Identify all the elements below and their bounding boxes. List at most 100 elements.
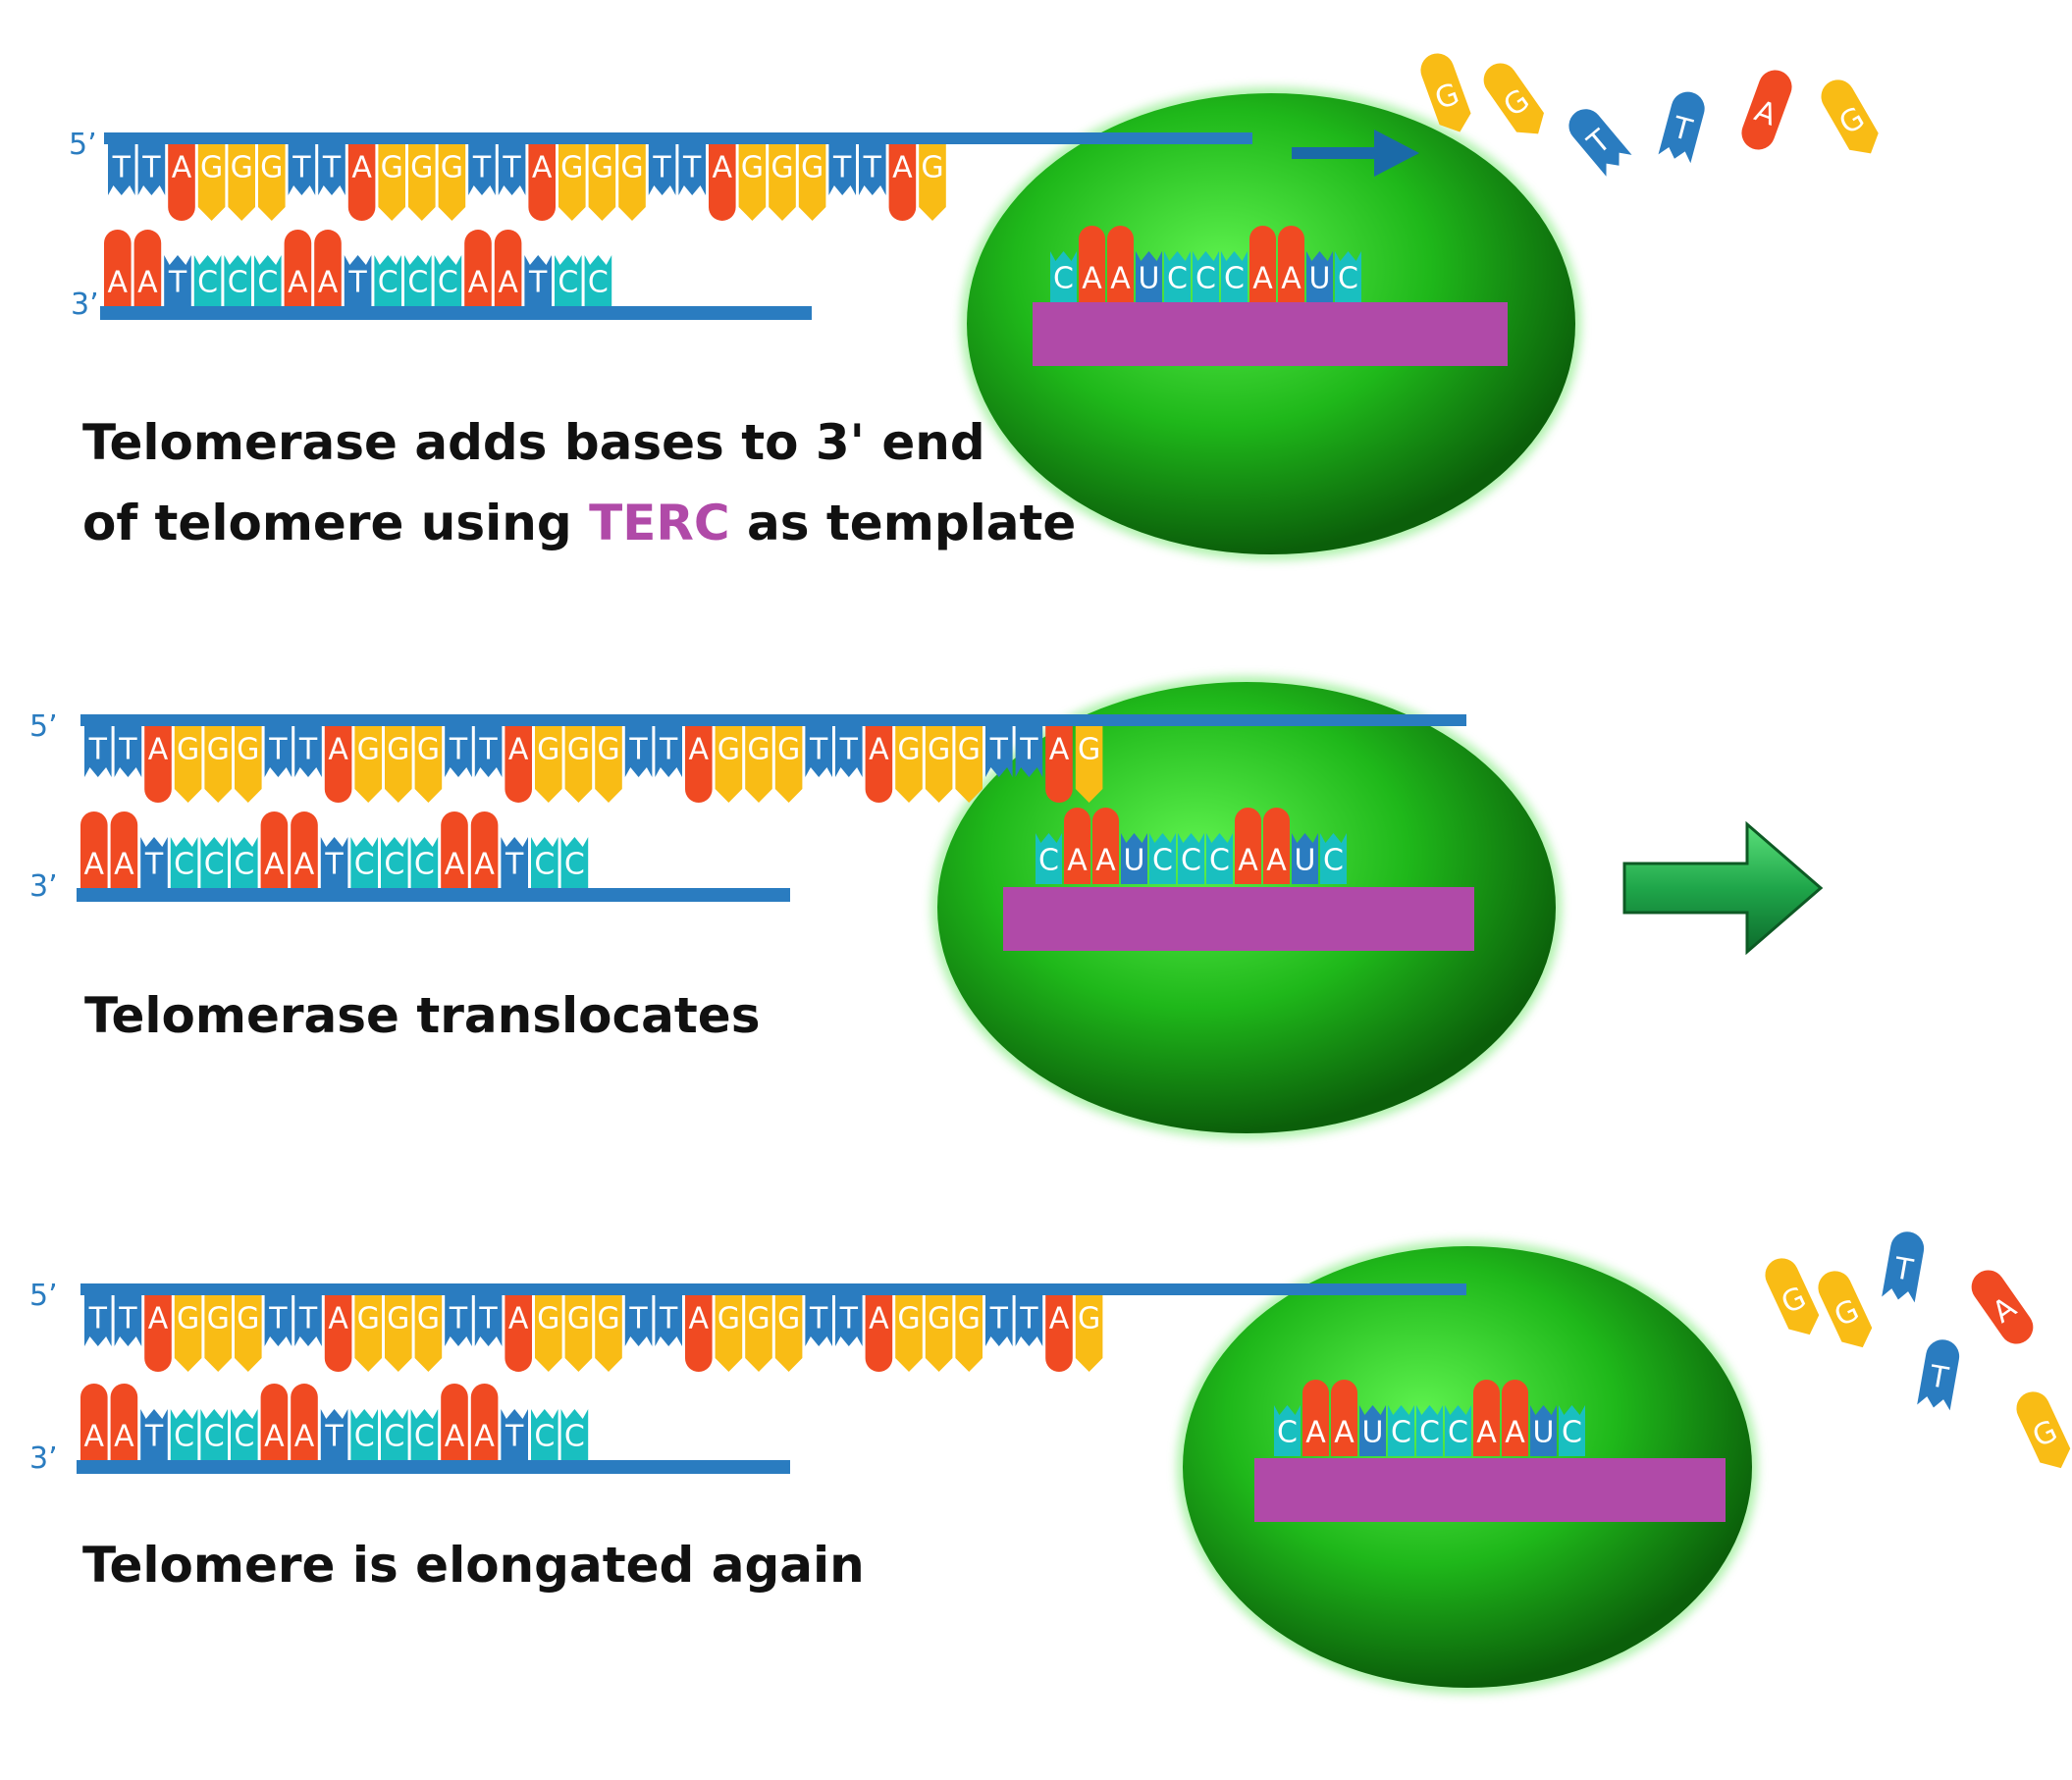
top-base-g [919, 144, 946, 221]
top-base-letter: T [652, 151, 671, 185]
terc-rna-bar [1254, 1458, 1726, 1522]
top-base-letter: G [747, 733, 770, 767]
top-base-letter: G [717, 733, 740, 767]
template-base-a [1278, 226, 1304, 302]
top-base-letter: G [928, 1302, 950, 1336]
top-base-letter: T [502, 151, 521, 185]
top-base-a [685, 1295, 713, 1372]
free-nucleotide-g [2016, 1391, 2071, 1469]
top-base-letter: T [659, 733, 678, 767]
top-strand-backbone [80, 1283, 1466, 1295]
top-base-letter: G [801, 151, 823, 185]
free-nucleotide-t [1568, 109, 1632, 177]
top-base-g [618, 144, 646, 221]
panel-2-caption-line: Telomerase translocates [84, 987, 761, 1044]
bottom-base-letter: A [264, 848, 285, 882]
bottom-base-t [320, 1409, 348, 1460]
top-base-a [505, 1295, 532, 1372]
template-base-u [1306, 251, 1333, 302]
top-base-t [655, 726, 682, 777]
bottom-base-t [344, 255, 372, 306]
top-base-g [895, 726, 923, 803]
top-base-letter: G [597, 733, 619, 767]
top-base-letter: G [897, 733, 920, 767]
top-base-letter: A [328, 733, 348, 767]
top-base-g [354, 1295, 382, 1372]
template-base-c [1388, 1405, 1414, 1456]
template-base-c [1050, 251, 1077, 302]
top-base-letter: T [682, 151, 702, 185]
top-base-g [204, 1295, 232, 1372]
template-base-a [1092, 808, 1119, 884]
top-base-letter: T [449, 1302, 468, 1336]
bottom-base-letter: A [137, 266, 158, 300]
top-base-letter: G [357, 1302, 380, 1336]
bottom-base-letter: C [414, 1420, 435, 1454]
bottom-base-c [350, 837, 378, 888]
bottom-base-letter: C [174, 848, 194, 882]
bottom-base-c [560, 1409, 589, 1460]
template-base-a [1107, 226, 1134, 302]
bottom-base-c [560, 837, 589, 888]
five-prime-label: 5’ [29, 1279, 58, 1313]
bottom-base-letter: A [445, 1420, 465, 1454]
top-base-a [324, 1295, 352, 1372]
top-base-g [955, 726, 983, 803]
top-base-letter: T [449, 733, 468, 767]
bottom-base-c [224, 255, 251, 306]
free-nucleotide-g [1420, 53, 1471, 132]
top-base-a [709, 144, 736, 221]
top-base-letter: T [118, 1302, 137, 1336]
top-base-g [385, 1295, 412, 1372]
top-base-t [318, 144, 345, 195]
bottom-base-letter: C [228, 266, 248, 300]
top-base-g [595, 726, 622, 803]
free-nucleotide: T [1568, 109, 1632, 177]
bottom-base-a [494, 229, 522, 306]
top-base-letter: G [207, 733, 230, 767]
bottom-base-a [284, 230, 312, 306]
top-base-t [835, 1295, 863, 1346]
bottom-base-c [531, 837, 558, 888]
bottom-base-a [470, 811, 499, 888]
free-nucleotide: G [1483, 63, 1544, 134]
top-base-t [84, 1295, 112, 1346]
free-nucleotide-g [1483, 63, 1544, 134]
top-base-g [738, 144, 767, 221]
template-base-letter: U [1295, 844, 1316, 878]
top-base-letter: T [1019, 733, 1038, 767]
top-base-letter: G [200, 151, 223, 185]
template-base-letter: C [1419, 1416, 1440, 1450]
top-base-letter: T [863, 151, 882, 185]
bottom-base-letter: T [528, 266, 548, 300]
top-base-letter: G [717, 1302, 740, 1336]
bottom-base-letter: A [114, 1420, 134, 1454]
template-base-c [1320, 833, 1347, 884]
free-nucleotide-g [1818, 1271, 1873, 1348]
bottom-base-c [170, 1409, 198, 1460]
bottom-base-letter: C [534, 1420, 555, 1454]
free-nucleotide: G [1821, 79, 1879, 154]
bottom-base-letter: C [558, 266, 578, 300]
bottom-base-letter: T [144, 1420, 164, 1454]
top-base-t [288, 144, 316, 195]
bottom-base-c [193, 255, 222, 306]
top-base-t [678, 144, 706, 195]
top-base-letter: A [148, 1302, 169, 1336]
bottom-base-a [104, 230, 132, 306]
top-base-letter: A [351, 151, 372, 185]
top-base-letter: G [177, 733, 199, 767]
top-base-g [745, 726, 772, 803]
top-base-g [535, 1295, 562, 1372]
top-base-t [84, 726, 112, 777]
top-base-letter: G [207, 1302, 230, 1336]
bottom-base-a [314, 230, 342, 306]
bottom-base-letter: A [474, 848, 495, 882]
bottom-base-c [254, 255, 282, 306]
top-base-t [264, 726, 292, 777]
top-base-letter: G [417, 733, 440, 767]
panel-1-caption: Telomerase adds bases to 3' end of telom… [82, 402, 1076, 563]
template-base-letter: C [1167, 262, 1188, 296]
bottom-base-a [441, 1384, 468, 1460]
bottom-base-c [404, 255, 432, 306]
